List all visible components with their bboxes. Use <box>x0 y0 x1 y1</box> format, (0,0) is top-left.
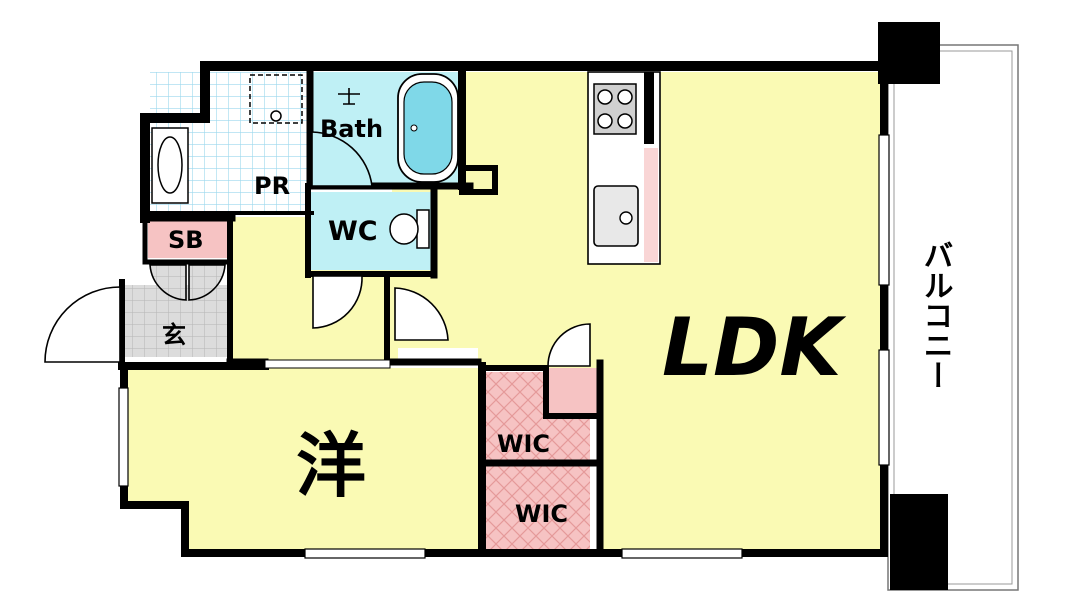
bathtub-icon <box>397 73 459 183</box>
wic-2-label: WIC <box>515 500 568 528</box>
powder-room-label: PR <box>254 172 290 200</box>
vanity-sink-icon <box>151 127 189 204</box>
stove-icon <box>593 83 637 135</box>
wic-1-label: WIC <box>497 430 550 458</box>
western-room-floor <box>128 368 480 553</box>
washer-space <box>249 74 303 124</box>
storage-floor <box>546 368 598 414</box>
ldk-floor <box>392 72 880 553</box>
shoe-box-floor <box>148 218 228 258</box>
western-room-label: 洋 <box>296 425 366 507</box>
window-western-left <box>118 387 129 487</box>
toilet-icon <box>389 209 430 249</box>
door-swings <box>44 131 591 367</box>
wc-label: WC <box>328 216 378 247</box>
shoe-box-label: SB <box>168 226 204 254</box>
balcony-label: バルコニー <box>918 240 953 390</box>
kitchen-sink-icon <box>593 185 639 247</box>
western-room-entry <box>264 359 391 369</box>
column-bottom <box>890 494 948 590</box>
wic-2-floor <box>485 466 590 552</box>
column-top <box>878 22 940 84</box>
shower-icon <box>338 88 360 105</box>
bath-label: Bath <box>320 115 383 143</box>
windows-bottom <box>304 548 743 559</box>
entrance-label: 玄 <box>162 321 186 349</box>
windows-right <box>878 134 890 466</box>
ldk-label: LDK <box>662 301 846 394</box>
